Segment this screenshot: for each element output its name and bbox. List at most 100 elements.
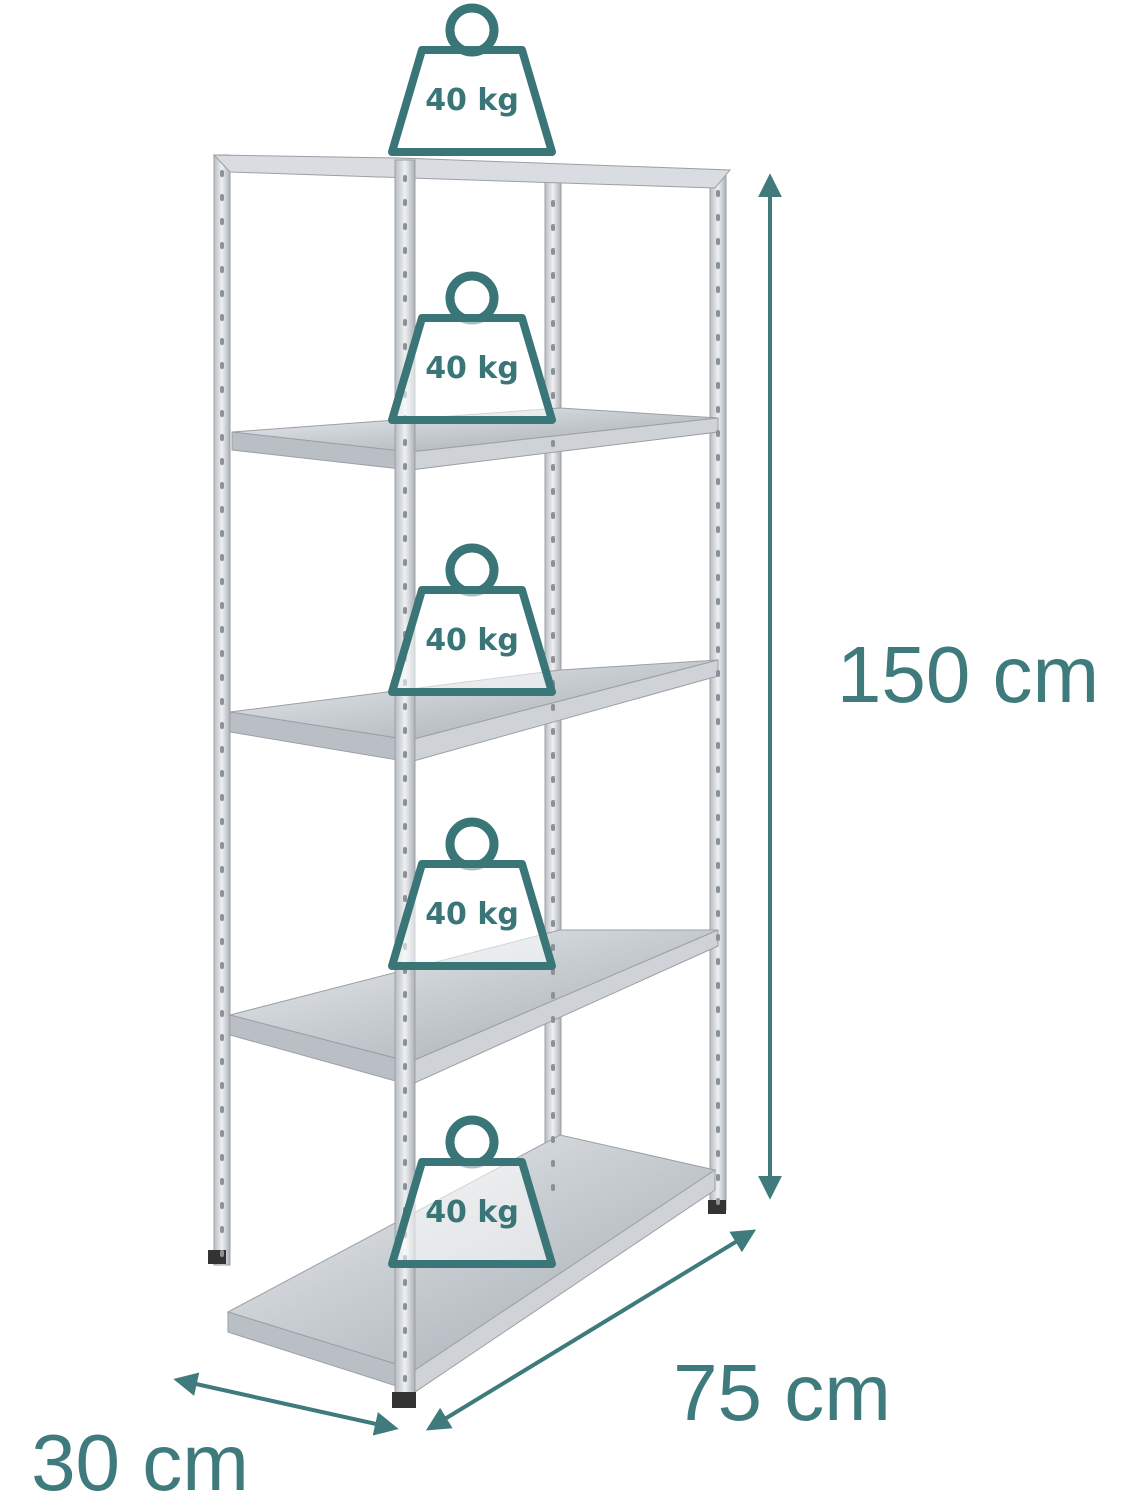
post-hole [220,722,224,729]
post-hole [220,1010,224,1017]
post-hole [220,434,224,441]
post-hole [403,991,407,998]
post-hole [716,910,720,917]
foot-right [708,1200,726,1214]
post-hole [220,338,224,345]
post-hole [220,794,224,801]
back-left-post [213,154,231,1266]
weight-badge-3: 40 kg [388,543,556,696]
post-hole [551,512,555,519]
post-hole [220,842,224,849]
post-hole [403,559,407,566]
post-hole [716,646,720,653]
post-hole [551,872,555,879]
post-hole [220,1250,224,1257]
post-hole [716,382,720,389]
post-hole [403,1303,407,1310]
post-hole [716,454,720,461]
post-hole [716,766,720,773]
post-hole [716,430,720,437]
post-hole [403,1063,407,1070]
post-hole [403,271,407,278]
post-hole [551,1040,555,1047]
weight-icon [388,271,556,424]
weight-badge-4: 40 kg [388,817,556,970]
post-hole [220,986,224,993]
weight-badge-5: 40 kg [388,1115,556,1268]
dimension-width: 75 cm [425,1229,891,1437]
post-hole [403,1039,407,1046]
top-frame [212,154,732,189]
post-hole [551,560,555,567]
post-hole [220,1058,224,1065]
post-hole [220,410,224,417]
post-hole [551,920,555,927]
post-hole [551,296,555,303]
post-hole [716,262,720,269]
post-hole [716,334,720,341]
weight-badge-1: 40 kg [388,3,556,156]
post-hole [403,487,407,494]
post-hole [403,847,407,854]
post-hole [220,386,224,393]
post-hole [551,1160,555,1167]
post-hole [716,718,720,725]
post-hole [220,770,224,777]
shelving-unit [208,154,732,1408]
post-hole [220,1034,224,1041]
post-hole [716,310,720,317]
post-hole [551,272,555,279]
post-hole [716,1102,720,1109]
post-hole [403,703,407,710]
post-hole [551,752,555,759]
post-hole [551,944,555,951]
post-hole [716,742,720,749]
shelf-4 [228,929,719,1086]
post-hole [220,1130,224,1137]
post-hole [403,823,407,830]
post-hole [403,1351,407,1358]
post-hole [403,799,407,806]
weight-label: 40 kg [425,623,519,658]
post-hole [220,482,224,489]
post-hole [551,368,555,375]
dimension-arrow-icon [425,1229,757,1431]
weight-badges: 40 kg 40 kg 40 kg 40 kg [388,3,556,1268]
post-hole [716,670,720,677]
post-hole [716,862,720,869]
post-hole [220,1154,224,1161]
post-hole [551,1088,555,1095]
post-hole [403,439,407,446]
post-hole [716,358,720,365]
post-hole [716,286,720,293]
post-hole [220,962,224,969]
post-hole [716,550,720,557]
post-hole [220,1226,224,1233]
post-hole [220,602,224,609]
post-hole [716,1198,720,1205]
post-hole [551,1064,555,1071]
post-hole [551,896,555,903]
post-hole [403,751,407,758]
weight-badge-2: 40 kg [388,271,556,424]
post-hole [220,578,224,585]
weight-icon [388,3,556,156]
post-hole [220,314,224,321]
post-hole [220,1082,224,1089]
post-hole [403,1159,407,1166]
post-hole [403,583,407,590]
post-hole [716,838,720,845]
post-hole [551,656,555,663]
post-hole [716,526,720,533]
post-hole [551,848,555,855]
post-hole [403,247,407,254]
post-hole [403,511,407,518]
post-hole [403,1135,407,1142]
post-hole [220,626,224,633]
post-hole [220,242,224,249]
post-hole [716,958,720,965]
post-hole [403,1111,407,1118]
post-hole [220,1106,224,1113]
post-hole [551,1016,555,1023]
